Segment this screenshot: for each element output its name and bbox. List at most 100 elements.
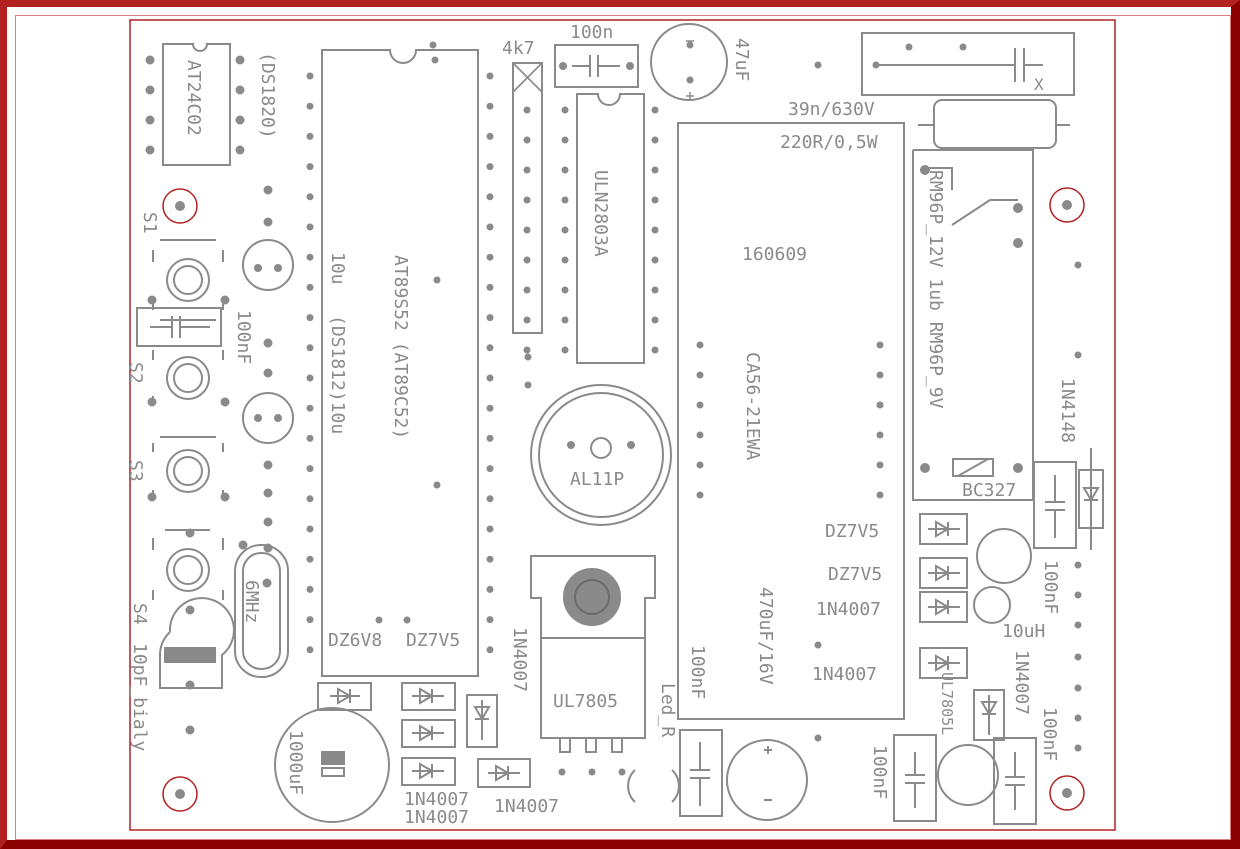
label-10u-a: 10u <box>327 252 348 285</box>
uln2803a-pin-pad <box>651 346 659 354</box>
label-100nf-right1: 100nF <box>1040 560 1061 614</box>
at89s52-pin-pad <box>486 465 494 473</box>
relay-pad <box>1013 463 1023 473</box>
label-1n4007-c: 1N4007 <box>404 807 469 828</box>
resistor-network-outline <box>512 62 543 334</box>
resistor-network-pin-pad <box>523 346 531 354</box>
at89s52-pin-pad <box>306 163 314 171</box>
diode-dz7v5-right-1 <box>919 513 968 545</box>
misc-pad <box>959 43 967 51</box>
bc327-mark <box>957 458 989 477</box>
switch-s2[interactable] <box>152 350 224 406</box>
diode-1n4007-right-2 <box>919 647 968 679</box>
label-4k7: 4k7 <box>502 38 535 59</box>
misc-pad <box>588 768 596 776</box>
misc-pad <box>524 381 532 389</box>
label-display: CA56-21EWA <box>742 352 763 461</box>
capacitor-1000uf-plate-a <box>321 751 345 765</box>
regulator-ul7805-body <box>540 637 646 739</box>
label-47uf: 47uF <box>731 38 752 81</box>
display-pin-pad <box>696 341 704 349</box>
label-dz7v5-mid: DZ7V5 <box>406 630 460 651</box>
resistor-220r-body <box>933 99 1057 149</box>
at89s52-pin-pad <box>486 374 494 382</box>
label-crystal: 6MHz <box>241 580 262 623</box>
trimmer-10pf-outline <box>159 597 235 689</box>
frame-inner-border <box>15 15 1231 840</box>
uln2803a-pin-pad <box>561 286 569 294</box>
at89s52-pin-pad <box>306 404 314 412</box>
regulator-ul7805-legs <box>559 738 623 753</box>
at89s52-pin-pad <box>306 102 314 110</box>
label-1n4007-r2: 1N4007 <box>812 664 877 685</box>
edge-pad <box>1074 351 1082 359</box>
edge-pad <box>1074 261 1082 269</box>
edge-pad <box>1074 621 1082 629</box>
capacitor-100n-top-outline <box>554 44 639 88</box>
label-dz7v5-r1: DZ7V5 <box>825 521 879 542</box>
capacitor-100nf-right1-outline <box>1033 461 1077 549</box>
at89s52-pin-pad <box>306 344 314 352</box>
label-1n4007-a: 1N4007 <box>509 627 530 692</box>
edge-pad <box>1074 714 1082 722</box>
capacitor-100n-top-symbol <box>572 55 620 77</box>
capacitor-100nf-left-outline <box>136 307 222 347</box>
at89s52-pin-pad <box>486 253 494 261</box>
uln2803a-pin-pad <box>561 256 569 264</box>
uln2803a-pin-pad <box>561 106 569 114</box>
capacitor-100n-pad <box>626 62 634 70</box>
label-bc327: BC327 <box>962 480 1016 501</box>
diode-1n4007-b <box>401 757 456 786</box>
mounting-hole-bottom-right <box>1049 775 1085 811</box>
inductor-10uh-lower <box>973 586 1011 624</box>
at89s52-pin-pad <box>306 434 314 442</box>
at89s52-pin-pad <box>306 193 314 201</box>
diode-1n4007-right-1 <box>919 591 968 623</box>
at89s52-pin-pad <box>306 525 314 533</box>
diode-dz6v8 <box>317 682 372 711</box>
relay-pad <box>1013 238 1023 248</box>
capacitor-47uf-outline <box>650 23 728 101</box>
label-ds1820: (DS1820) <box>257 52 278 139</box>
at89s52-pin-pad <box>306 72 314 80</box>
at89s52-pin-pad <box>306 555 314 563</box>
at89s52-pin-pad <box>306 374 314 382</box>
misc-pad <box>403 616 411 624</box>
crystal-6mhz-outer <box>234 544 289 678</box>
display-pin-pad <box>696 401 704 409</box>
display-pin-pad <box>696 461 704 469</box>
at89s52-pin-pad <box>306 223 314 231</box>
switch-s4[interactable] <box>152 529 224 600</box>
uln2803a-pin-pad <box>561 166 569 174</box>
capacitor-100nf-right1-symbol <box>1045 475 1065 538</box>
switch-s3[interactable] <box>152 436 224 500</box>
at89s52-pin-pad <box>306 465 314 473</box>
capacitor-1000uf-outline <box>274 707 390 823</box>
relay-pad <box>1013 203 1023 213</box>
at89s52-pin-pad <box>306 646 314 654</box>
at89s52-pin-pad <box>486 283 494 291</box>
uln2803a-pin-pad <box>651 196 659 204</box>
capacitor-10u-upper <box>242 239 294 291</box>
display-ca56-outline <box>677 122 905 720</box>
edge-pad <box>1074 684 1082 692</box>
resistor-network-pin-pad <box>523 106 531 114</box>
uln2803a-pin-pad <box>561 316 569 324</box>
display-pin-pad <box>876 341 884 349</box>
label-s4: S4 <box>129 603 150 625</box>
display-pin-pad <box>876 431 884 439</box>
trimmer-10pf-slot <box>164 647 216 663</box>
label-s2: S2 <box>125 362 146 384</box>
label-100nf-bottom-mid: 100nF <box>687 645 708 699</box>
capacitor-470uf-polarity <box>764 746 772 801</box>
capacitor-470uf-outline <box>726 739 808 821</box>
capacitor-100nf-bottom-mid-outline <box>679 729 723 817</box>
at89s52-pin-pad <box>486 132 494 140</box>
inductor-10uh-outline <box>976 528 1032 584</box>
mounting-hole-top-right <box>1049 187 1085 223</box>
diode-dz7v5-right-2 <box>919 557 968 589</box>
relay-pad <box>920 165 930 175</box>
capacitor-100nf-bottom-mid-symbol <box>690 742 710 806</box>
at89s52-pin-pad <box>306 283 314 291</box>
